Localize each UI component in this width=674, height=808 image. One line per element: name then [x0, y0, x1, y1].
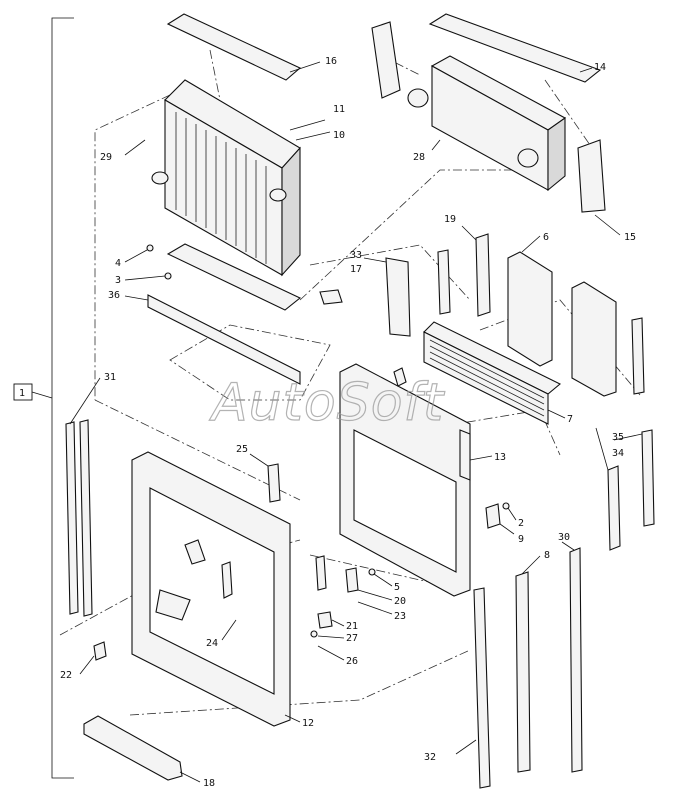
callout-11: 11 [333, 104, 345, 115]
main-frame-12: 12 [131, 451, 314, 729]
callout-19: 19 [444, 214, 456, 225]
callout-20: 20 [394, 596, 406, 607]
phantom-lines [59, 49, 641, 716]
right-seals-8-30-32: 32 8 30 [424, 532, 583, 789]
callout-35: 35 [612, 432, 624, 443]
callout-22: 22 [60, 670, 72, 681]
callout-28: 28 [413, 152, 425, 163]
callout-9: 9 [518, 534, 524, 545]
callout-26: 26 [346, 656, 358, 667]
callout-23: 23 [394, 611, 406, 622]
watermark: AutoSoft [209, 373, 445, 433]
seals-19-33-17: 19 33 17 [319, 214, 491, 337]
callout-27: 27 [346, 633, 358, 644]
callout-18: 18 [203, 778, 215, 789]
intercooler-28: 14 15 28 [371, 13, 636, 243]
callout-13: 13 [494, 452, 506, 463]
callout-10: 10 [333, 130, 345, 141]
callout-8: 8 [544, 550, 550, 561]
callout-6: 6 [543, 232, 549, 243]
callout-29: 29 [100, 152, 112, 163]
callout-24: 24 [206, 638, 218, 649]
callout-30: 30 [558, 532, 570, 543]
callout-1: 1 [19, 388, 25, 399]
top-seal-16: 16 [166, 13, 337, 81]
callout-33: 33 [350, 250, 362, 261]
callout-36: 36 [108, 290, 120, 301]
fasteners-3-4: 4 3 [115, 243, 302, 311]
callout-4: 4 [115, 258, 121, 269]
springs-24-25: 25 24 [206, 444, 327, 649]
clip-22: 22 [60, 641, 107, 681]
brackets-5-20-23: 5 20 23 [345, 567, 406, 622]
radiator-core-10: 11 10 29 [100, 79, 345, 277]
callout-25: 25 [236, 444, 248, 455]
assembly-bracket: 1 [13, 17, 74, 779]
callout-7: 7 [567, 414, 573, 425]
callout-15: 15 [624, 232, 636, 243]
cooler-frame-13: 13 [339, 363, 506, 597]
callout-12: 12 [302, 718, 314, 729]
callout-31: 31 [104, 372, 116, 383]
bottom-seal-18: 18 [83, 715, 215, 789]
condenser-frames-6: 6 [507, 232, 645, 397]
callout-34: 34 [612, 448, 624, 459]
side-seals-34-35: 35 34 [595, 427, 655, 551]
fasteners-21-26-27: 21 27 26 [310, 611, 358, 667]
clips-2-9: 2 9 [485, 502, 524, 545]
baffle-36: 36 [108, 290, 301, 385]
callout-21: 21 [346, 621, 358, 632]
callout-14: 14 [594, 62, 606, 73]
left-seals-31: 31 [65, 372, 116, 617]
oil-cooler-7: 7 [423, 321, 573, 425]
callout-3: 3 [115, 275, 121, 286]
callout-32: 32 [424, 752, 436, 763]
callout-17: 17 [350, 264, 362, 275]
callout-16: 16 [325, 56, 337, 67]
callout-2: 2 [518, 518, 524, 529]
callout-5: 5 [394, 582, 400, 593]
